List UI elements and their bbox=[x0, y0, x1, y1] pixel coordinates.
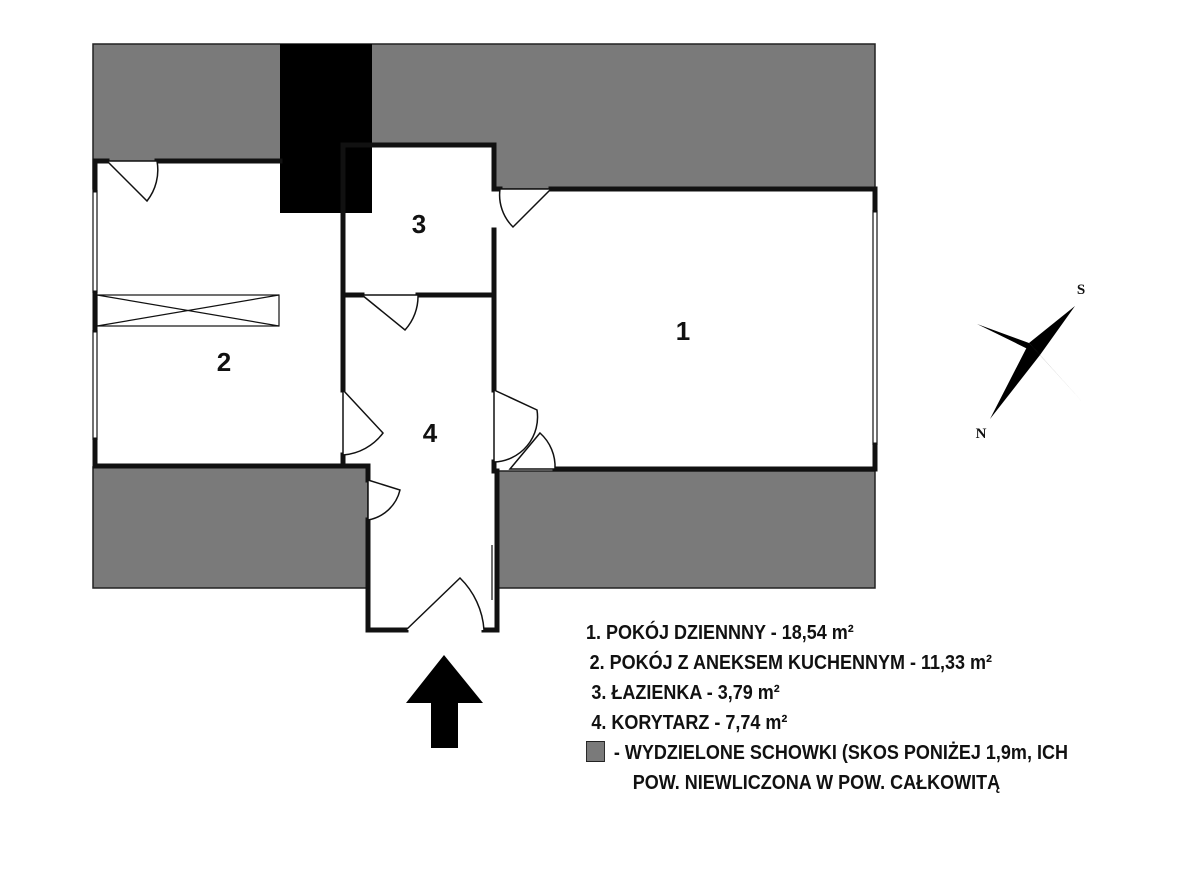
door-room-1-bottom bbox=[508, 431, 556, 470]
room-4-floor bbox=[343, 295, 497, 630]
room-label-3: 3 bbox=[412, 209, 426, 239]
legend-storage-row: - WYDZIELONE SCHOWKI (SKOS PONIŻEJ 1,9m,… bbox=[586, 738, 1090, 768]
legend-item-room-1: 1. POKÓJ DZIENNNY - 18,54 m² bbox=[586, 622, 854, 644]
room-1-floor bbox=[493, 189, 875, 469]
legend: 1. POKÓJ DZIENNNY - 18,54 m² 2. POKÓJ Z … bbox=[586, 618, 1090, 798]
chimney bbox=[280, 44, 372, 213]
storage-swatch bbox=[586, 741, 605, 762]
door-room-1-corridor bbox=[493, 388, 539, 463]
legend-item-room-3: 3. ŁAZIENKA - 3,79 m² bbox=[591, 682, 780, 704]
doors bbox=[105, 160, 556, 631]
door-room-2-corridor bbox=[342, 388, 384, 456]
walls bbox=[92, 142, 878, 633]
door-room-2-top bbox=[105, 160, 159, 203]
arrow-up-icon bbox=[406, 655, 483, 748]
door-entrance bbox=[405, 576, 485, 631]
door-bathroom bbox=[359, 294, 419, 332]
legend-storage-note: - WYDZIELONE SCHOWKI (SKOS PONIŻEJ 1,9m,… bbox=[613, 742, 1068, 764]
legend-item-room-4: 4. KORYTARZ - 7,74 m² bbox=[591, 712, 788, 734]
windows bbox=[92, 190, 878, 600]
room-label-4: 4 bbox=[423, 418, 438, 448]
storage-area-bottom-left bbox=[92, 466, 369, 589]
compass-rose-icon bbox=[977, 306, 1087, 419]
door-room-1-top bbox=[498, 188, 553, 229]
compass-south-label: S bbox=[1077, 282, 1085, 298]
kitchen-counter bbox=[96, 294, 280, 327]
storage-area-bottom-right bbox=[496, 470, 876, 589]
room-label-2: 2 bbox=[217, 347, 231, 377]
legend-storage-note-cont: POW. NIEWLICZONA W POW. CAŁKOWITĄ bbox=[632, 772, 1001, 794]
compass-north-label: N bbox=[976, 426, 987, 442]
room-label-1: 1 bbox=[676, 316, 690, 346]
legend-item-room-2: 2. POKÓJ Z ANEKSEM KUCHENNYM - 11,33 m² bbox=[589, 652, 993, 674]
door-storage bbox=[367, 478, 401, 521]
